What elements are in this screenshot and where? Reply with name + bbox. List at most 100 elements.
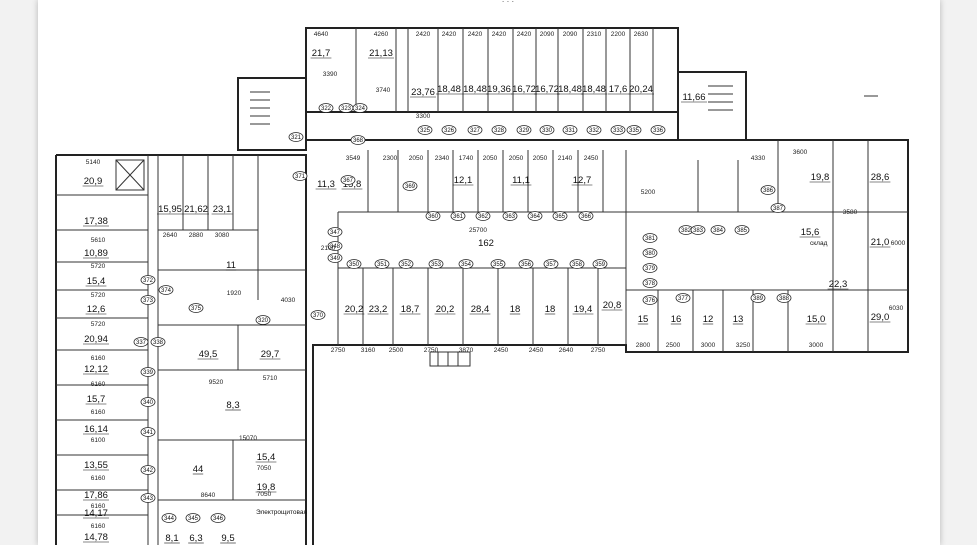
dimension-label: 7050	[257, 465, 272, 472]
room-number-tag: 386	[760, 185, 776, 195]
svg-text:359: 359	[595, 262, 606, 268]
room-number-tag: 366	[578, 211, 594, 221]
dimension-label: 6160	[91, 409, 106, 416]
svg-text:355: 355	[493, 262, 504, 268]
dimension-label: 1920	[227, 290, 242, 297]
svg-text:347: 347	[330, 230, 341, 236]
room-number-tag: 346	[210, 513, 226, 523]
dimension-label: 2450	[494, 347, 509, 354]
room-area-label: 16	[671, 314, 682, 325]
room-area-label: 44	[193, 464, 204, 475]
room-area-label: 22,3	[829, 279, 848, 290]
svg-text:375: 375	[191, 306, 202, 312]
dimension-label: 3870	[459, 347, 474, 354]
svg-text:336: 336	[653, 128, 664, 134]
dimension-label: 2340	[435, 155, 450, 162]
room-area-label: 20,24	[629, 84, 653, 95]
room-number-tag: 369	[402, 181, 418, 191]
dimension-label: 3000	[701, 342, 716, 349]
room-number-tag: 353	[428, 259, 444, 269]
dimension-label: 2640	[559, 347, 574, 354]
room-area-label: 13,55	[84, 460, 108, 471]
dimension-label: 3740	[376, 87, 391, 94]
svg-text:370: 370	[313, 313, 324, 319]
svg-text:380: 380	[645, 251, 656, 257]
room-area-label: 23,1	[213, 204, 232, 215]
room-area-label: 16,14	[84, 424, 108, 435]
room-area-label: 29,7	[261, 349, 280, 360]
room-number-tag: 359	[592, 259, 608, 269]
svg-text:323: 323	[341, 106, 352, 112]
room-area-label: 12,1	[454, 175, 473, 186]
dimension-label: 2310	[587, 31, 602, 38]
room-area-label: 21,0	[871, 237, 890, 248]
svg-text:372: 372	[143, 278, 154, 284]
room-area-label: 11,3	[317, 179, 335, 190]
dimension-label: 2420	[416, 31, 431, 38]
room-number-tag: 373	[140, 295, 156, 305]
svg-text:384: 384	[713, 228, 724, 234]
room-number-tag: 339	[140, 367, 156, 377]
svg-text:351: 351	[377, 262, 388, 268]
room-number-tag: 371	[292, 171, 308, 181]
room-number-tag: 368	[350, 135, 366, 145]
dimension-label: 5140	[86, 159, 101, 166]
room-area-label: 18,48	[582, 84, 606, 95]
svg-text:344: 344	[164, 516, 175, 522]
svg-text:341: 341	[143, 430, 154, 436]
svg-text:· · ·: · · ·	[502, 0, 514, 6]
dimension-label: 3080	[215, 232, 230, 239]
room-area-label: 20,9	[84, 176, 103, 187]
dimension-label: 2880	[189, 232, 204, 239]
svg-text:321: 321	[291, 135, 302, 141]
dimension-label: 2750	[424, 347, 439, 354]
svg-text:363: 363	[505, 214, 516, 220]
room-number-tag: 321	[288, 132, 304, 142]
room-area-label: 28,4	[471, 304, 490, 315]
room-number-tag: 341	[140, 427, 156, 437]
room-number-tag: 383	[690, 225, 706, 235]
dimension-label: 5720	[91, 263, 106, 270]
room-number-tag: 365	[552, 211, 568, 221]
room-area-label: 17,38	[84, 216, 108, 227]
room-area-label: 15,95	[158, 204, 182, 215]
svg-text:335: 335	[629, 128, 640, 134]
room-area-label: 23,2	[369, 304, 388, 315]
dimension-label: 2200	[611, 31, 626, 38]
svg-text:343: 343	[143, 496, 154, 502]
room-number-tag: 377	[675, 293, 691, 303]
room-number-tag: 361	[450, 211, 466, 221]
room-number-tag: 356	[518, 259, 534, 269]
dimension-label: 2100	[321, 245, 336, 252]
room-number-tag: 344	[161, 513, 177, 523]
svg-text:331: 331	[565, 128, 576, 134]
room-area-label: 12	[703, 314, 714, 325]
room-area-label: 10,89	[84, 248, 108, 259]
room-area-label: 28,6	[871, 172, 890, 183]
dimension-label: 2140	[558, 155, 573, 162]
room-number-tag: 331	[562, 125, 578, 135]
room-area-label: 20,8	[603, 300, 622, 311]
room-number-tag: 327	[467, 125, 483, 135]
dimension-label: 2640	[163, 232, 178, 239]
svg-text:364: 364	[530, 214, 541, 220]
room-number-tag: 342	[140, 465, 156, 475]
dimension-label: 7050	[257, 491, 272, 498]
dimension-label: 6160	[91, 381, 106, 388]
svg-text:358: 358	[572, 262, 583, 268]
svg-text:332: 332	[589, 128, 600, 134]
svg-text:345: 345	[188, 516, 199, 522]
room-area-label: 15,7	[87, 394, 106, 405]
room-number-tag: 364	[527, 211, 543, 221]
room-area-label: 20,94	[84, 334, 108, 345]
dimension-label: 4330	[751, 155, 766, 162]
svg-text:385: 385	[737, 228, 748, 234]
svg-text:362: 362	[478, 214, 489, 220]
svg-text:320: 320	[258, 318, 269, 324]
room-number-tag: 329	[516, 125, 532, 135]
room-area-label: 15,6	[801, 227, 820, 238]
room-area-label: 11	[226, 260, 236, 271]
dimension-label: 6160	[91, 523, 106, 530]
dimension-label: 2300	[383, 155, 398, 162]
